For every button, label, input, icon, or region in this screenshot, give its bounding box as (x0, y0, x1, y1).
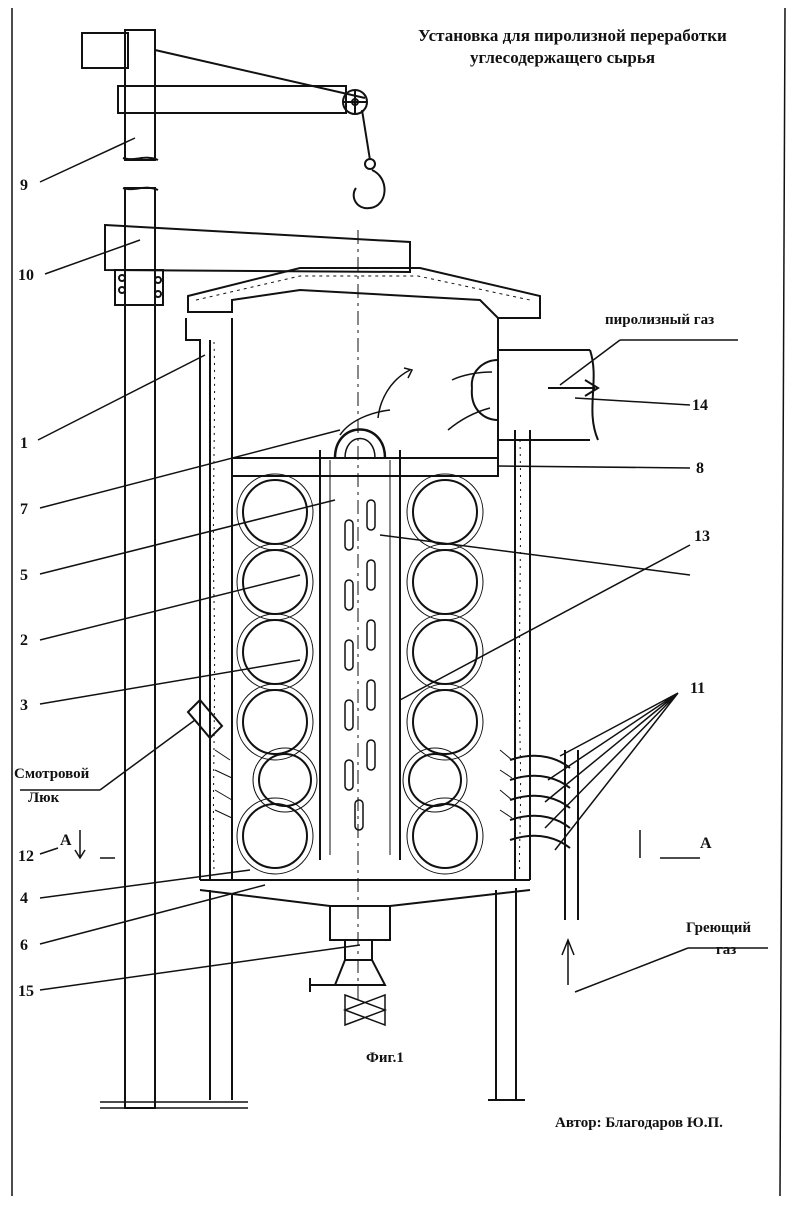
callout-8: 8 (696, 460, 704, 477)
tube-rings (236, 473, 484, 875)
callout-2: 2 (20, 632, 28, 649)
callout-14: 14 (692, 397, 708, 414)
callout-4: 4 (20, 890, 28, 907)
callout-7: 7 (20, 501, 28, 518)
drawing-title-line1: Установка для пиролизной переработки (418, 26, 727, 45)
label-pyrolysis-gas: пиролизный газ (605, 312, 715, 328)
gas-outlet-pipe (470, 349, 600, 441)
label-viewing-hatch-line1: Смотровой (14, 766, 90, 782)
callout-15: 15 (18, 983, 34, 1000)
callout-13: 13 (694, 528, 710, 545)
crane-column (81, 29, 386, 1109)
distribution-plate (231, 457, 499, 477)
lid-bracket (104, 223, 411, 306)
callout-11: 11 (690, 680, 706, 697)
label-section-left: А (60, 832, 72, 849)
reactor-shell (185, 318, 531, 907)
callout-9: 9 (20, 177, 28, 194)
callout-6: 6 (20, 937, 28, 954)
viewing-hatch (186, 698, 224, 740)
label-heating-gas-line1: Греющий (686, 920, 752, 936)
author-credit: Автор: Благодаров Ю.П. (555, 1115, 723, 1131)
drawing-title-line2: углесодержащего сырья (470, 48, 656, 67)
figure-caption: Фиг.1 (366, 1050, 404, 1066)
insulation-texture (214, 749, 513, 819)
callout-1: 1 (20, 435, 28, 452)
heating-coil (509, 750, 579, 920)
label-heating-gas-line2: газ (716, 942, 737, 958)
hook-icon (352, 169, 386, 210)
reactor-lid (187, 230, 541, 1000)
page-border (11, 7, 786, 1197)
callout-10: 10 (18, 267, 34, 284)
leader-lines (20, 137, 768, 993)
flow-arrows (339, 367, 575, 985)
discharge-unit (309, 906, 391, 1027)
callout-5: 5 (20, 567, 28, 584)
support-legs (209, 888, 525, 1101)
pipe-slots (344, 499, 376, 831)
label-viewing-hatch-line2: Люк (28, 790, 60, 806)
callout-3: 3 (20, 697, 28, 714)
label-section-right: А (700, 835, 712, 852)
central-pipe (319, 428, 401, 860)
callout-12: 12 (18, 848, 34, 865)
